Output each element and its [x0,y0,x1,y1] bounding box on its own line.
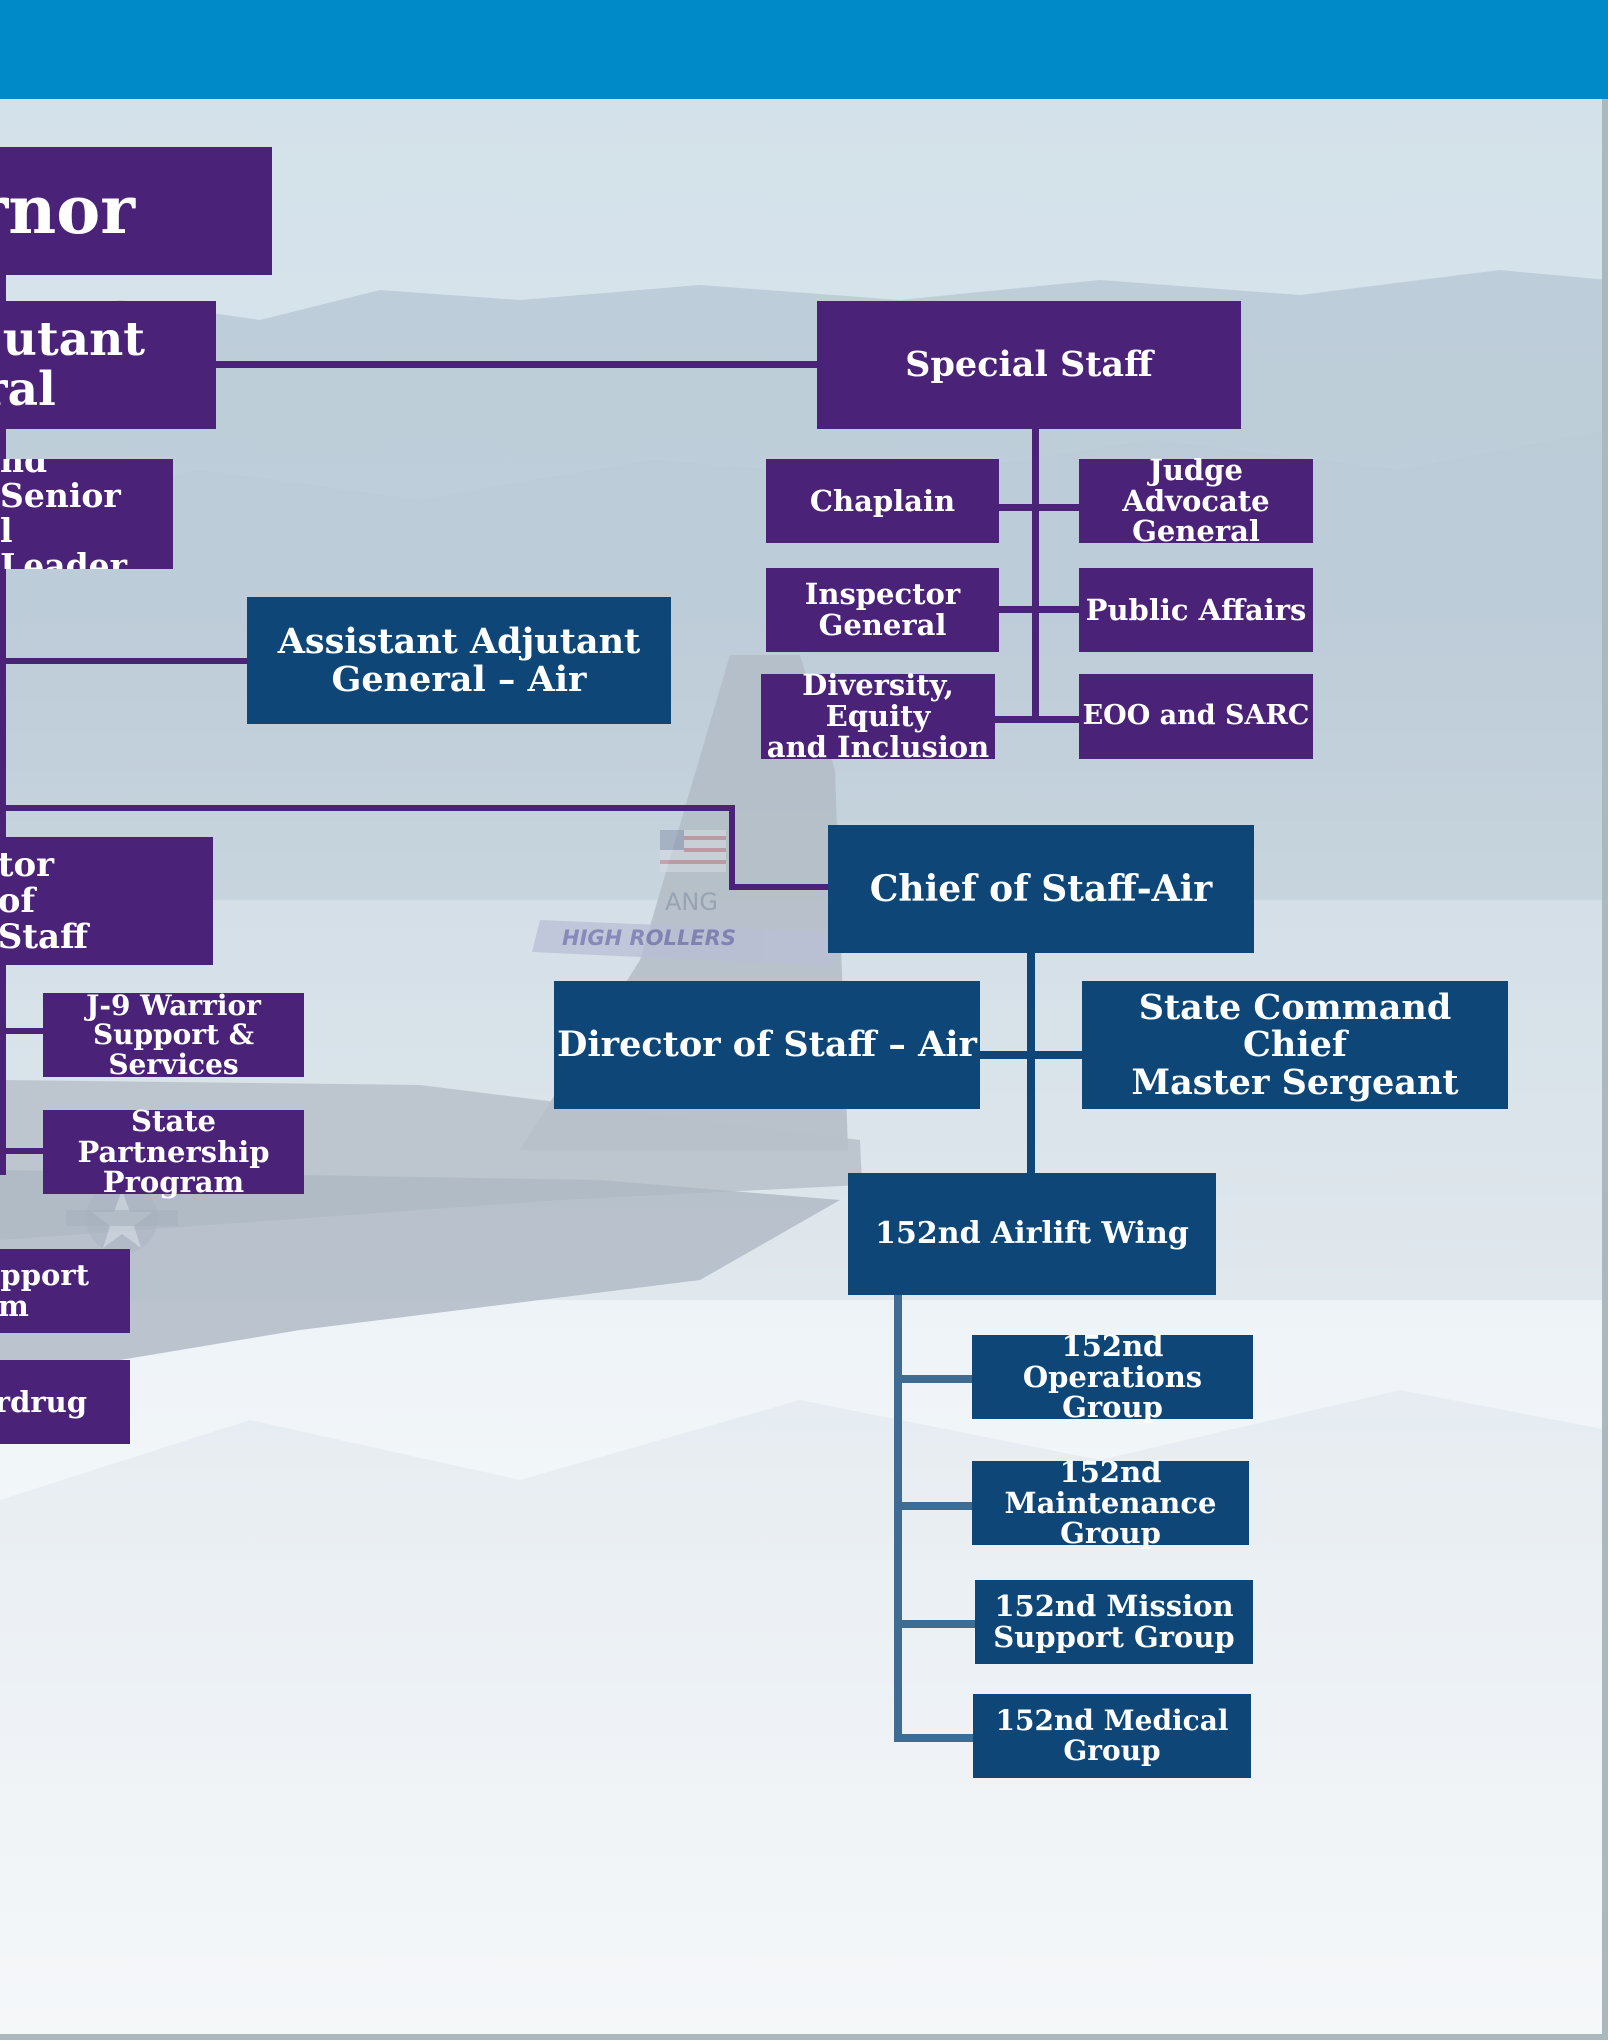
connector-chief-entry [729,884,829,890]
inspector-general-box: Inspector General [766,568,999,652]
assistant-adjutant-air-label: Assistant Adjutant General – Air [277,621,641,700]
connector-j9 [0,1028,44,1034]
maintenance-group-label: 152nd Maintenance Group [1004,1454,1217,1551]
chief-of-staff-air-label: Chief of Staff-Air [869,867,1213,910]
j9-label: J-9 Warrior Support & Services [86,988,261,1081]
roundel-marking [66,1182,178,1254]
special-staff-label: Special Staff [905,344,1153,386]
connector-adjutant-special-staff [216,361,818,368]
connector-public-affairs [1032,606,1080,613]
assistant-adjutant-air-box: Assistant Adjutant General – Air [247,597,671,724]
counterdrug-box: erdrug [0,1360,130,1444]
chief-of-staff-air-box: Chief of Staff-Air [828,825,1254,953]
connector-groups-trunk [894,1292,902,1741]
adjutant-general-box: djutant eral [0,301,216,429]
eoo-sarc-label: EOO and SARC [1082,700,1310,732]
public-affairs-box: Public Affairs [1079,568,1313,652]
chaplain-label: Chaplain [809,483,956,518]
state-partnership-box: State Partnership Program [43,1106,304,1198]
state-partnership-label: State Partnership Program [77,1103,270,1200]
director-of-staff-box: tor of Staff [0,837,213,965]
connector-inspector [998,606,1040,613]
judge-advocate-box: Judge Advocate General [1079,455,1313,547]
connector-left-trunk [0,275,6,1175]
director-of-staff-air-box: Director of Staff – Air [554,981,980,1109]
medical-group-box: 152nd Medical Group [973,1694,1251,1778]
support-program-label: upport am [0,1258,89,1323]
dei-box: Diversity, Equity and Inclusion [761,670,995,762]
connector-directorate-trunk [0,965,6,1155]
operations-group-label: 152nd Operations Group [1022,1328,1203,1425]
stripe-band: HIGH ROLLERS [532,920,834,966]
tail-code-text: ANG [665,888,718,916]
connector-eoo [1032,716,1080,723]
chaplain-box: Chaplain [766,459,999,543]
mission-support-group-label: 152nd Mission Support Group [993,1589,1235,1654]
connector-state-partnership [0,1148,44,1154]
connector-operations [894,1375,976,1383]
connector-chief-horizontal [0,805,735,811]
counterdrug-label: erdrug [0,1384,87,1419]
public-affairs-label: Public Affairs [1085,592,1307,627]
governor-label: ernor [0,171,135,250]
connector-special-staff-trunk [1032,428,1039,721]
support-program-box: upport am [0,1249,130,1333]
airlift-wing-box: 152nd Airlift Wing [848,1173,1216,1295]
connector-medical [894,1734,976,1742]
dei-label: Diversity, Equity and Inclusion [766,668,990,764]
connector-maintenance [894,1502,976,1510]
connector-chief-vertical [729,805,735,890]
connector-chaplain [998,504,1040,511]
mission-support-group-box: 152nd Mission Support Group [975,1580,1253,1664]
medical-group-label: 152nd Medical Group [995,1704,1229,1767]
governor-box: ernor [0,147,272,275]
flag-marking [660,830,726,872]
maintenance-group-box: 152nd Maintenance Group [972,1457,1249,1549]
command-chief-box: State Command Chief Master Sergeant [1082,981,1508,1109]
page-edge-right [1602,99,1608,2040]
operations-group-box: 152nd Operations Group [972,1331,1253,1423]
special-staff-box: Special Staff [817,301,1241,429]
airlift-wing-label: 152nd Airlift Wing [875,1216,1189,1252]
senior-leader-box: nd Senior l Leader [0,459,173,569]
senior-leader-label: nd Senior l Leader [0,459,128,569]
header-bar [0,0,1608,99]
connector-mission-support [894,1620,976,1628]
aircraft-fuselage [0,1170,840,1370]
command-chief-label: State Command Chief Master Sergeant [1131,987,1459,1103]
j9-box: J-9 Warrior Support & Services [43,988,304,1081]
inspector-general-label: Inspector General [804,577,961,642]
director-of-staff-air-label: Director of Staff – Air [557,1024,977,1066]
connector-dei [993,716,1040,723]
director-of-staff-label: tor of Staff [0,844,88,958]
adjutant-general-label: djutant eral [0,312,145,417]
connector-air-trunk [1027,952,1035,1174]
judge-advocate-label: Judge Advocate General [1122,452,1270,549]
connector-judge-advocate [1032,504,1080,511]
eoo-sarc-box: EOO and SARC [1079,674,1313,759]
stripe-text: HIGH ROLLERS [562,926,736,950]
connector-director-air [978,1051,1084,1059]
page-edge-bottom [0,2034,1608,2040]
connector-assistant-adjutant [0,658,248,664]
